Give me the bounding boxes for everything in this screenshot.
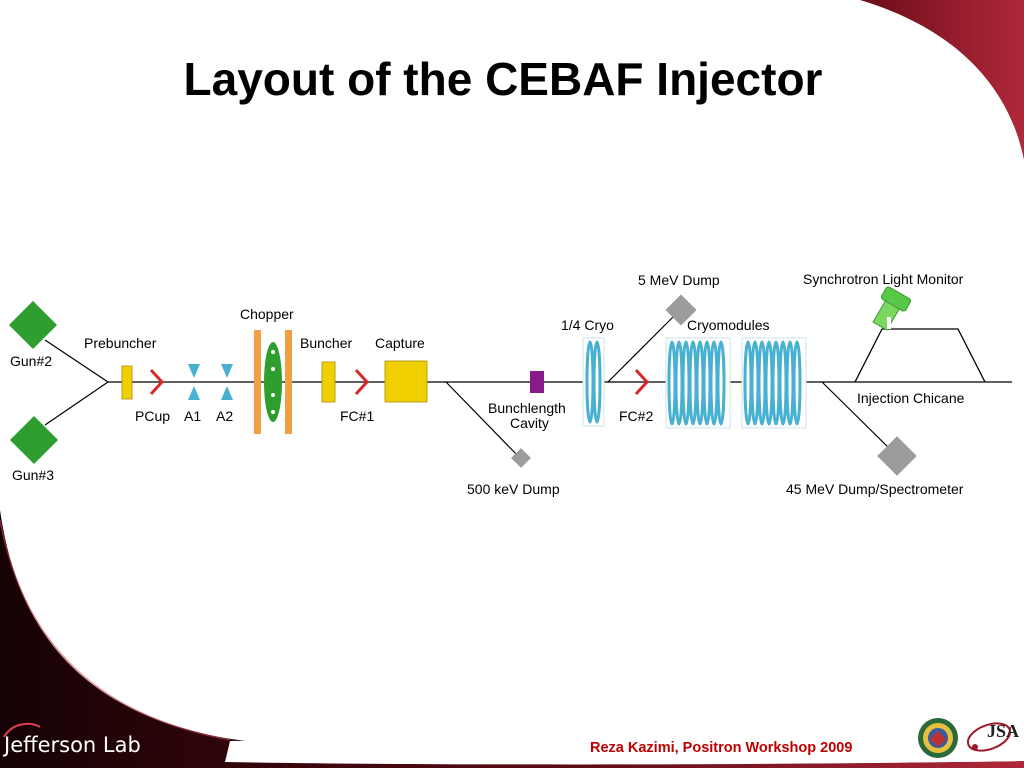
chopper-label: Chopper — [240, 306, 294, 322]
pcup-faraday-cup — [149, 368, 165, 396]
quarter-cryo-label: 1/4 Cryo — [561, 317, 614, 333]
45mev-dump — [877, 436, 917, 476]
5mev-dump — [665, 294, 697, 326]
frame-bottom-band — [0, 510, 1024, 768]
500kev-dump-line — [445, 381, 521, 459]
prebuncher-label: Prebuncher — [84, 335, 157, 351]
doe-seal-logo — [918, 718, 958, 758]
cryomodules-label: Cryomodules — [687, 317, 769, 333]
500kev-dump-label: 500 keV Dump — [467, 481, 560, 497]
gun3-label: Gun#3 — [12, 467, 54, 483]
injection-chicane-label: Injection Chicane — [857, 390, 965, 406]
gun2-beamline — [44, 339, 109, 383]
synchrotron-light-monitor-label: Synchrotron Light Monitor — [803, 271, 964, 287]
gun2-block — [8, 300, 58, 350]
prebuncher — [121, 365, 133, 400]
slide-title: Layout of the CEBAF Injector — [183, 53, 823, 105]
chopper-disc — [264, 342, 282, 422]
jsa-logo-text: JSA — [987, 721, 1020, 741]
5mev-dump-label: 5 MeV Dump — [638, 272, 720, 288]
footer-white-area — [225, 730, 1024, 765]
aperture-a1 — [188, 364, 200, 400]
bunchlength-label-line1: Bunchlength — [488, 400, 566, 416]
45mev-dump-label: 45 MeV Dump/Spectrometer — [786, 481, 964, 497]
45mev-dump-line — [821, 381, 898, 457]
a2-label: A2 — [216, 408, 233, 424]
a1-label: A1 — [184, 408, 201, 424]
fc1-label: FC#1 — [340, 408, 374, 424]
cryomodule-2-cells — [743, 340, 802, 426]
aperture-a2 — [221, 364, 233, 400]
quarter-cryo-cells — [585, 340, 602, 424]
bunchlength-label-line2: Cavity — [510, 415, 549, 431]
capture — [384, 360, 428, 403]
gun3-block — [9, 415, 59, 465]
pcup-label: PCup — [135, 408, 170, 424]
500kev-dump — [511, 448, 531, 468]
jefferson-lab-logo: Jefferson Lab — [3, 722, 141, 757]
jsa-logo: JSA — [963, 717, 1021, 759]
buncher — [321, 361, 336, 403]
gun2-label: Gun#2 — [10, 353, 52, 369]
synchrotron-light-monitor — [872, 286, 912, 331]
fc2-label: FC#2 — [619, 408, 653, 424]
chopper-plate-left — [254, 330, 261, 434]
chopper-plate-right — [285, 330, 292, 434]
injection-chicane — [854, 328, 986, 383]
fc2-faraday-cup — [634, 368, 650, 396]
gun3-beamline — [44, 381, 109, 426]
jefferson-lab-logo-text: Jefferson Lab — [4, 733, 141, 757]
capture-label: Capture — [375, 335, 425, 351]
frame-top-right-swoosh — [860, 0, 1024, 160]
cryomodule-1-cells — [667, 340, 726, 426]
fc1-faraday-cup — [354, 368, 370, 396]
buncher-label: Buncher — [300, 335, 352, 351]
bunchlength-cavity — [530, 371, 544, 393]
5mev-dump-line — [607, 309, 681, 383]
footer-credit: Reza Kazimi, Positron Workshop 2009 — [590, 740, 853, 756]
